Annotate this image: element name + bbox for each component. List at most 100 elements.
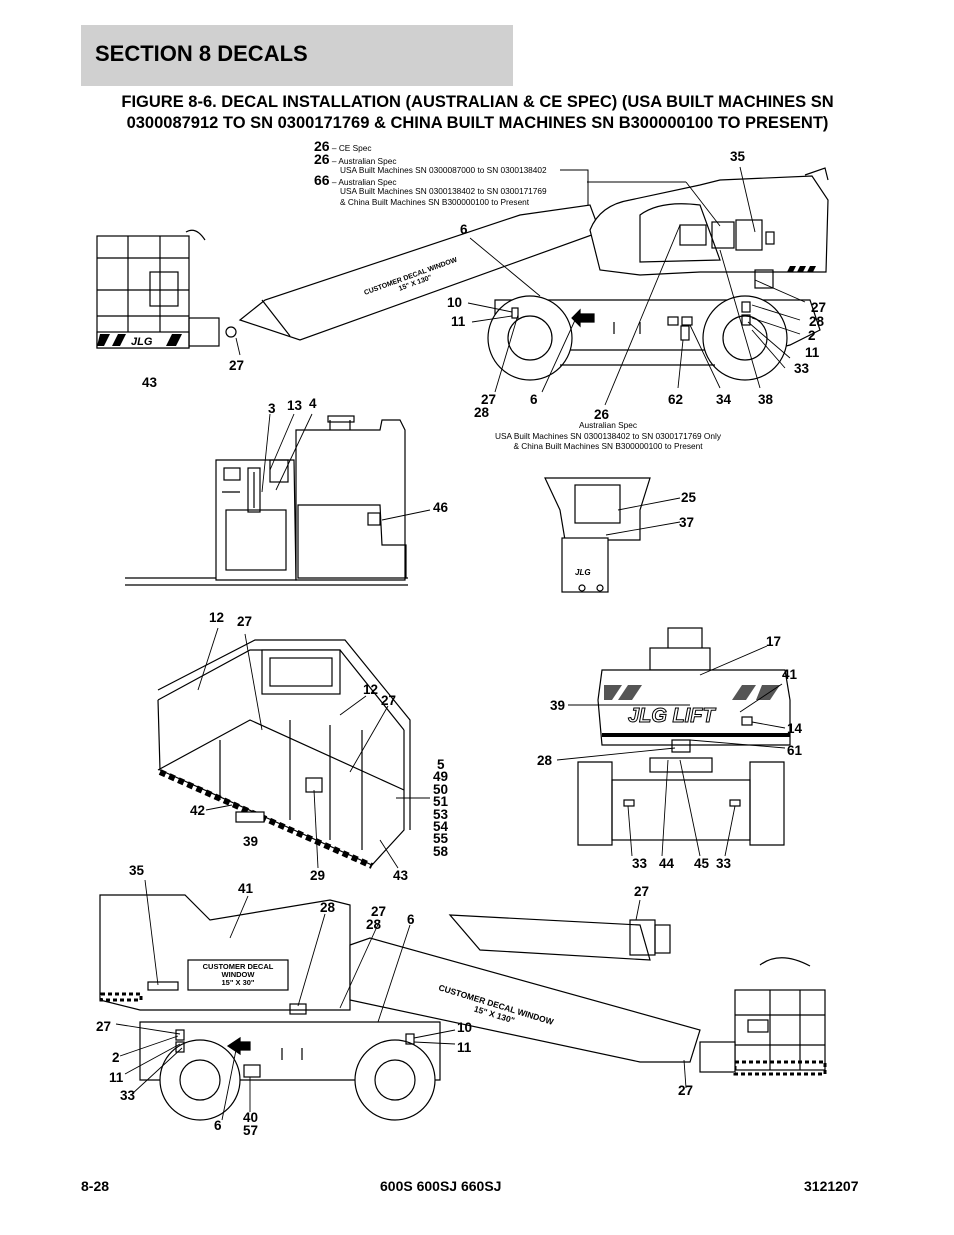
- platform-console-view: JLG: [544, 477, 651, 593]
- bottom-machine-view: CUSTOMER DECAL WINDOW 15" X 30" CUSTOMER…: [99, 894, 827, 1121]
- jlg-lift-logo: JLG LIFT: [628, 705, 716, 727]
- legend-3-num: 66: [314, 172, 330, 188]
- callout: 61: [787, 743, 803, 758]
- customer-window-small-l3: 15" X 30": [222, 978, 255, 987]
- callout: 27: [371, 904, 387, 919]
- note-australian-spec: Australian Spec USA Built Machines SN 03…: [470, 420, 746, 452]
- callout: 27: [811, 300, 827, 315]
- callout: 51: [433, 794, 449, 809]
- callout: 43: [393, 868, 409, 883]
- note-line-3: & China Built Machines SN B300000100 to …: [513, 441, 703, 451]
- callout: 28: [537, 753, 553, 768]
- callout: 27: [634, 884, 650, 899]
- figure-title-line-2: 0300087912 TO SN 0300171769 & CHINA BUIL…: [126, 114, 829, 132]
- callout: 28: [809, 314, 825, 329]
- callout: 39: [550, 698, 566, 713]
- callout: 14: [787, 721, 803, 736]
- callout: 54: [433, 819, 449, 834]
- callout: 27: [678, 1083, 694, 1098]
- legend-2-text: Australian Spec: [338, 156, 397, 166]
- callout: 35: [730, 149, 746, 164]
- callout: 12: [209, 610, 225, 625]
- document-number: 3121207: [804, 1178, 859, 1194]
- figure-title: FIGURE 8-6. DECAL INSTALLATION (AUSTRALI…: [80, 92, 875, 134]
- note-line-1: Australian Spec: [578, 420, 638, 430]
- callout: 46: [433, 500, 449, 515]
- callout: 39: [243, 834, 259, 849]
- callout: 5: [437, 757, 445, 772]
- legend-3-text: Australian Spec: [338, 177, 397, 187]
- callout: 33: [120, 1088, 136, 1103]
- callout: 11: [451, 314, 466, 329]
- callout: 13: [287, 398, 303, 413]
- callout: 12: [363, 682, 379, 697]
- callout: 41: [782, 667, 798, 682]
- callout: 33: [632, 856, 648, 871]
- callout: 10: [447, 295, 463, 310]
- callout: 44: [659, 856, 675, 871]
- callout: 27: [237, 614, 253, 629]
- figure-title-line-1: FIGURE 8-6. DECAL INSTALLATION (AUSTRALI…: [121, 93, 834, 111]
- callout: 2: [112, 1050, 120, 1065]
- callout: 38: [758, 392, 774, 407]
- jlg-logo-top: JLG: [131, 336, 153, 348]
- callout: 10: [457, 1020, 473, 1035]
- callout: 11: [457, 1040, 472, 1055]
- callout: 6: [530, 392, 538, 407]
- callout: 49: [433, 769, 449, 784]
- callout: 28: [474, 405, 490, 420]
- section-header: SECTION 8 DECALS: [81, 25, 513, 86]
- note-line-2: USA Built Machines SN 0300138402 to SN 0…: [494, 430, 721, 441]
- customer-window-small-l1: CUSTOMER DECAL: [203, 962, 274, 971]
- legend-2-num: 26: [314, 151, 330, 167]
- callout: 40: [243, 1110, 259, 1125]
- callout: 53: [433, 807, 449, 822]
- callout: 35: [129, 863, 145, 878]
- callout: 17: [766, 634, 782, 649]
- legend-1-num: 26: [314, 138, 330, 154]
- legend-row-3: 66 – Australian Spec: [314, 172, 397, 188]
- callout: 41: [238, 881, 254, 896]
- callout: 6: [407, 912, 415, 927]
- callout: 37: [679, 515, 695, 530]
- legend-row-1: 26 – CE Spec: [314, 138, 372, 154]
- callout: 57: [243, 1123, 259, 1138]
- rear-view: JLG LIFT: [577, 627, 791, 846]
- callout: 29: [310, 868, 326, 883]
- jlg-logo-console: JLG: [575, 568, 591, 577]
- callout: 27: [229, 358, 245, 373]
- legend-3-sub-1: USA Built Machines SN 0300138402 to SN 0…: [340, 186, 547, 196]
- callout: 27: [481, 392, 497, 407]
- platform-basket-view: [157, 639, 411, 869]
- legend-1-text: CE Spec: [338, 143, 372, 153]
- callout: 45: [694, 856, 710, 871]
- callout: 58: [433, 844, 449, 859]
- callout: 11: [109, 1070, 124, 1085]
- callout: 50: [433, 782, 449, 797]
- callout: 4: [309, 396, 317, 411]
- top-machine-view: JLG CUSTOMER DECAL WINDOW 15" X 130": [96, 167, 829, 381]
- callout: 2: [808, 328, 816, 343]
- legend-2-sub: USA Built Machines SN 0300087000 to SN 0…: [340, 165, 547, 175]
- callout: 27: [381, 693, 397, 708]
- callout: 28: [320, 900, 336, 915]
- legend-row-2: 26 – Australian Spec: [314, 151, 397, 167]
- callout: 11: [805, 345, 820, 360]
- callout: 6: [460, 222, 468, 237]
- callout: 43: [142, 375, 158, 390]
- top-leader-lines: [235, 166, 806, 406]
- page-number: 8-28: [81, 1178, 110, 1194]
- callout: 25: [681, 490, 697, 505]
- callout: 26: [594, 407, 610, 422]
- callout: 34: [716, 392, 732, 407]
- callout: 62: [668, 392, 684, 407]
- callout: 3: [268, 401, 276, 416]
- callout: 55: [433, 831, 449, 846]
- model-list: 600S 600SJ 660SJ: [380, 1178, 502, 1194]
- legend-3-sub-2: & China Built Machines SN B300000100 to …: [340, 197, 530, 207]
- section-title: SECTION 8 DECALS: [95, 41, 308, 66]
- callout: 42: [190, 803, 206, 818]
- callout: 33: [794, 361, 810, 376]
- callout: 27: [96, 1019, 112, 1034]
- callout: 28: [366, 917, 382, 932]
